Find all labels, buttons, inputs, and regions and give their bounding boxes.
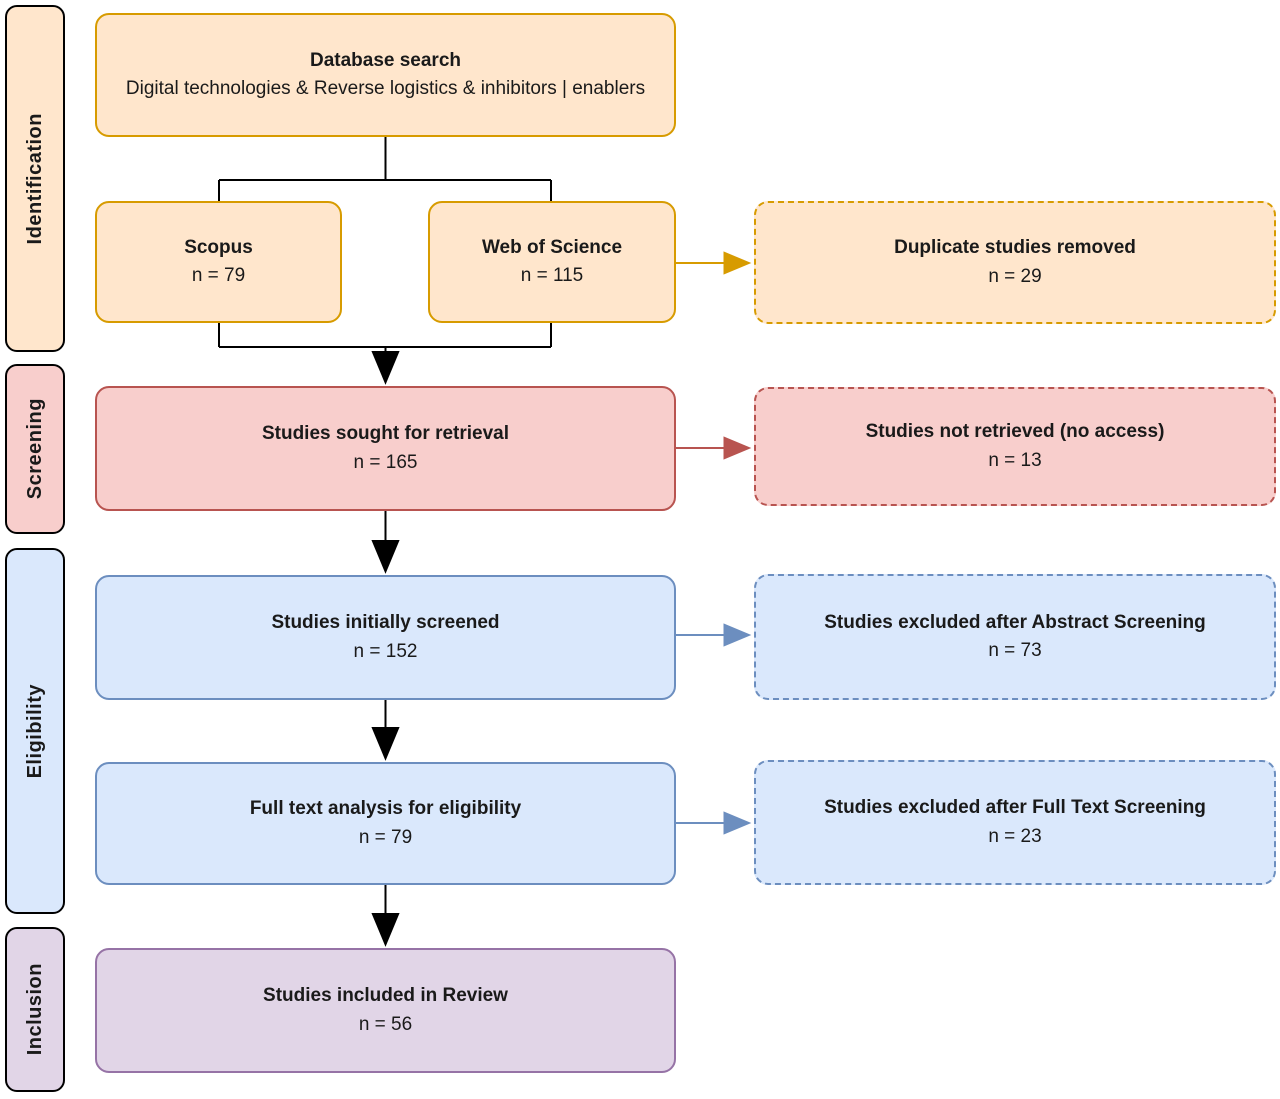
node-not-retrieved: Studies not retrieved (no access) n = 13 bbox=[754, 387, 1276, 506]
node-database-search: Database search Digital technologies & R… bbox=[95, 13, 676, 137]
node-web-of-science: Web of Science n = 115 bbox=[428, 201, 676, 323]
node-initially-screened-count: n = 152 bbox=[353, 640, 418, 662]
node-web-of-science-count: n = 115 bbox=[520, 265, 584, 286]
node-sought-for-retrieval: Studies sought for retrieval n = 165 bbox=[95, 386, 676, 511]
node-included-in-review: Studies included in Review n = 56 bbox=[95, 948, 676, 1073]
stage-inclusion: Inclusion bbox=[5, 927, 65, 1092]
node-scopus: Scopus n = 79 bbox=[95, 201, 342, 323]
node-duplicates-removed-title: Duplicate studies removed bbox=[894, 237, 1136, 258]
node-excluded-full-text-count: n = 23 bbox=[988, 825, 1042, 847]
node-full-text-analysis-count: n = 79 bbox=[358, 826, 413, 848]
node-full-text-analysis: Full text analysis for eligibility n = 7… bbox=[95, 762, 676, 885]
node-web-of-science-title: Web of Science bbox=[481, 236, 623, 258]
node-scopus-count: n = 79 bbox=[191, 265, 246, 286]
stage-screening-label: Screening bbox=[23, 398, 46, 500]
stage-eligibility-label: Eligibility bbox=[23, 683, 46, 779]
node-full-text-analysis-title: Full text analysis for eligibility bbox=[249, 798, 522, 819]
node-initially-screened-title: Studies initially screened bbox=[271, 612, 500, 633]
node-scopus-title: Scopus bbox=[184, 236, 253, 258]
stage-identification: Identification bbox=[5, 5, 65, 352]
stage-eligibility: Eligibility bbox=[5, 548, 65, 914]
node-duplicates-removed-count: n = 29 bbox=[988, 265, 1042, 287]
node-excluded-full-text-title: Studies excluded after Full Text Screeni… bbox=[824, 797, 1206, 818]
stage-inclusion-label: Inclusion bbox=[23, 963, 46, 1056]
node-sought-for-retrieval-count: n = 165 bbox=[353, 451, 418, 473]
node-not-retrieved-title: Studies not retrieved (no access) bbox=[865, 421, 1165, 442]
node-excluded-abstract-count: n = 73 bbox=[988, 640, 1042, 661]
node-included-in-review-count: n = 56 bbox=[358, 1013, 413, 1035]
stage-screening: Screening bbox=[5, 364, 65, 534]
node-sought-for-retrieval-title: Studies sought for retrieval bbox=[261, 423, 510, 444]
node-excluded-abstract-title: Studies excluded after Abstract Screenin… bbox=[824, 611, 1206, 633]
node-database-search-subtitle: Digital technologies & Reverse logistics… bbox=[125, 78, 646, 100]
node-excluded-abstract: Studies excluded after Abstract Screenin… bbox=[754, 574, 1276, 700]
node-excluded-full-text: Studies excluded after Full Text Screeni… bbox=[754, 760, 1276, 885]
node-database-search-title: Database search bbox=[309, 49, 462, 71]
node-duplicates-removed: Duplicate studies removed n = 29 bbox=[754, 201, 1276, 324]
node-not-retrieved-count: n = 13 bbox=[988, 449, 1042, 471]
node-included-in-review-title: Studies included in Review bbox=[263, 985, 508, 1006]
node-initially-screened: Studies initially screened n = 152 bbox=[95, 575, 676, 700]
stage-identification-label: Identification bbox=[23, 112, 46, 245]
